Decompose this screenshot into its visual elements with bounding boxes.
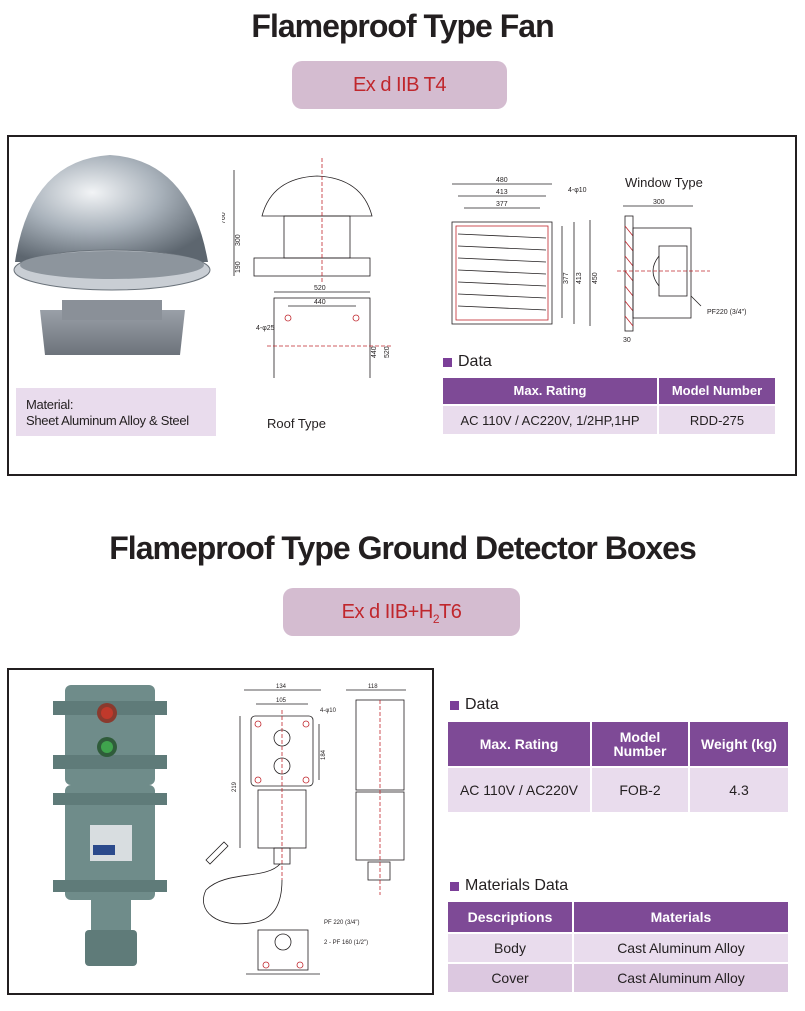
material-value: Sheet Aluminum Alloy & Steel bbox=[26, 413, 189, 428]
dim-roof-300: 300 bbox=[235, 234, 242, 246]
dim-window-450: 450 bbox=[592, 272, 599, 284]
dim-window-377b: 377 bbox=[563, 272, 570, 284]
material-label: Material: bbox=[26, 397, 74, 412]
materials-data-heading-label: Materials Data bbox=[465, 877, 569, 894]
window-type-caption: Window Type bbox=[625, 175, 703, 190]
detector-title: Flameproof Type Ground Detector Boxes bbox=[109, 530, 697, 566]
fan-table-cell: AC 110V / AC220V, 1/2HP,1HP bbox=[443, 406, 657, 434]
table-row: AC 110V / AC220V, 1/2HP,1HP RDD-275 bbox=[443, 406, 775, 434]
table-row: Body Cast Aluminum Alloy bbox=[448, 934, 788, 962]
dim-window-377: 377 bbox=[496, 201, 508, 208]
bullet-square-icon bbox=[450, 700, 459, 710]
bullet-square-icon bbox=[450, 881, 459, 891]
fan-material-box: Material: Sheet Aluminum Alloy & Steel bbox=[16, 388, 216, 436]
dim-pf220: PF 220 (3/4") bbox=[324, 920, 359, 926]
fan-data-heading: Data bbox=[443, 353, 492, 371]
dim-window-413b: 413 bbox=[576, 272, 583, 284]
roof-type-drawing: 760 300 190 520 440 4-φ25 440 520 bbox=[222, 158, 392, 378]
dim-roof-190: 190 bbox=[235, 261, 242, 273]
materials-table-cell: Body bbox=[448, 934, 572, 962]
dim-window-holes: 4-φ10 bbox=[568, 187, 587, 194]
dim-roof-520b: 520 bbox=[384, 346, 391, 358]
fan-title: Flameproof Type Fan bbox=[251, 8, 554, 44]
window-type-front-drawing: 480 413 377 4-φ10 377 413 450 bbox=[451, 177, 599, 326]
detector-table-cell: FOB-2 bbox=[592, 768, 688, 812]
dim-window-480: 480 bbox=[496, 177, 508, 184]
materials-data-heading: Materials Data bbox=[450, 877, 568, 895]
detector-table-cell: 4.3 bbox=[690, 768, 788, 812]
materials-data-table: Descriptions Materials Body Cast Aluminu… bbox=[446, 900, 790, 994]
dim-window-413: 413 bbox=[496, 189, 508, 196]
dim-window-side-300: 300 bbox=[653, 199, 665, 206]
materials-table-cell: Cast Aluminum Alloy bbox=[574, 964, 788, 992]
detector-table-header: Max. Rating bbox=[448, 722, 590, 766]
detector-box-photo bbox=[53, 685, 167, 966]
dim-pf160: 2 - PF 160 (1/2") bbox=[324, 940, 368, 946]
dim-roof-holes: 4-φ25 bbox=[256, 325, 275, 332]
fan-data-table: Max. Rating Model Number AC 110V / AC220… bbox=[441, 376, 777, 436]
detector-table-header: Weight (kg) bbox=[690, 722, 788, 766]
ex-rating-subscript: 2 bbox=[432, 612, 440, 626]
dim-105: 105 bbox=[276, 698, 287, 704]
detector-data-heading: Data bbox=[450, 696, 499, 714]
fan-table-header: Model Number bbox=[659, 378, 775, 404]
detector-table-cell: AC 110V / AC220V bbox=[448, 768, 590, 812]
dim-roof-760: 760 bbox=[222, 212, 227, 224]
dim-roof-520: 520 bbox=[314, 285, 326, 292]
detector-data-table: Max. Rating Model Number Weight (kg) AC … bbox=[446, 720, 790, 814]
dim-118: 118 bbox=[368, 684, 378, 690]
detector-data-heading-label: Data bbox=[465, 696, 499, 713]
materials-table-cell: Cover bbox=[448, 964, 572, 992]
materials-table-cell: Cast Aluminum Alloy bbox=[574, 934, 788, 962]
ex-rating-main: Ex d IIB+H bbox=[341, 601, 434, 623]
dim-window-pf: PF220 (3/4") bbox=[707, 309, 746, 316]
dim-184: 184 bbox=[321, 749, 327, 760]
bullet-square-icon bbox=[443, 357, 452, 367]
table-row: AC 110V / AC220V FOB-2 4.3 bbox=[448, 768, 788, 812]
fan-table-header: Max. Rating bbox=[443, 378, 657, 404]
fan-data-heading-label: Data bbox=[458, 353, 492, 370]
window-type-side-drawing: 300 PF220 (3/4") 30 bbox=[617, 199, 746, 344]
dim-holes: 4-φ10 bbox=[320, 708, 337, 714]
dim-roof-440: 440 bbox=[314, 299, 326, 306]
detector-table-header: Model Number bbox=[592, 722, 688, 766]
dim-window-30: 30 bbox=[623, 337, 631, 344]
fan-ex-rating-badge: Ex d IIB T4 bbox=[292, 61, 507, 109]
dim-219: 219 bbox=[232, 781, 238, 792]
materials-table-header: Materials bbox=[574, 902, 788, 932]
fan-table-cell: RDD-275 bbox=[659, 406, 775, 434]
materials-table-header: Descriptions bbox=[448, 902, 572, 932]
detector-box-drawing: 134 105 4-φ10 219 184 118 PF 220 (3/4") … bbox=[203, 684, 406, 975]
table-row: Cover Cast Aluminum Alloy bbox=[448, 964, 788, 992]
dim-roof-440b: 440 bbox=[371, 346, 378, 358]
detector-ex-rating-badge: Ex d IIB+H2T6 bbox=[283, 588, 520, 636]
fan-photo bbox=[13, 155, 211, 355]
roof-type-caption: Roof Type bbox=[267, 416, 327, 431]
dim-134: 134 bbox=[276, 684, 287, 690]
ex-rating-end: T6 bbox=[439, 601, 462, 623]
